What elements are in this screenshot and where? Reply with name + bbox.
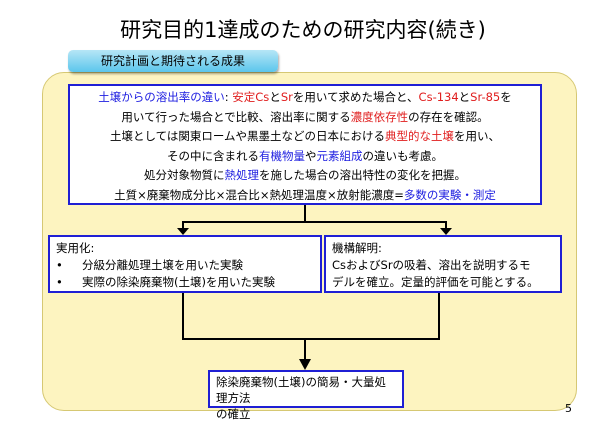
arrow-to-result bbox=[299, 338, 311, 370]
line-6: 土質×廃棄物成分比×混合比×熱処理温度×放射能濃度=多数の実験・測定 bbox=[114, 187, 496, 202]
line-3: 土壌としては関東ロームや黒墨土などの日本における典型的な土壌を用い、 bbox=[109, 129, 501, 143]
practical-heading: 実用化: bbox=[56, 241, 95, 255]
mechanism-line-1: CsおよびSrの吸着、溶出を説明するモ bbox=[332, 258, 531, 272]
line-2: 用いて行った場合とで比較、溶出率に関する濃度依存性の存在を確認。 bbox=[121, 109, 489, 124]
line-1: 土壌からの溶出率の違い: 安定CsとSrを用いて求めた場合と、Cs-134とSr… bbox=[98, 90, 512, 104]
result-box: 除染廃棄物(土壌)の簡易・大量処理方法 の確立 bbox=[208, 370, 404, 421]
research-content-box: 土壌からの溶出率の違い: 安定CsとSrを用いて求めた場合と、Cs-134とSr… bbox=[68, 84, 542, 205]
practical-application-box: 実用化: •分級分離処理土壌を用いた実験 •実際の除染廃棄物(土壌)を用いた実験 bbox=[48, 235, 322, 293]
line-5: 処分対象物質に熱処理を施した場合の溶出特性の変化を把握。 bbox=[144, 168, 466, 182]
practical-item-1: •分級分離処理土壌を用いた実験 bbox=[56, 258, 243, 272]
result-line-1: 除染廃棄物(土壌)の簡易・大量処理方法 bbox=[216, 375, 386, 405]
section-tab: 研究計画と期待される成果 bbox=[68, 50, 278, 72]
slide-title: 研究目的1達成のための研究内容(続き) bbox=[120, 18, 486, 42]
practical-item-2: •実際の除染廃棄物(土壌)を用いた実験 bbox=[56, 275, 275, 289]
arrow-to-mechanism bbox=[440, 221, 452, 235]
arrow-to-practical bbox=[177, 221, 189, 235]
connector-vertical-top bbox=[304, 205, 306, 222]
page-number: 5 bbox=[565, 402, 572, 415]
result-line-2: の確立 bbox=[216, 407, 251, 421]
mechanism-line-2: デルを確立。定量的評価を可能とする。 bbox=[332, 275, 539, 289]
connector-vertical-left bbox=[182, 293, 184, 339]
line-4: その中に含まれる有機物量や元素組成の違いも考慮。 bbox=[167, 148, 443, 163]
mechanism-box: 機構解明: CsおよびSrの吸着、溶出を説明するモ デルを確立。定量的評価を可能… bbox=[324, 235, 562, 293]
bullet-icon: • bbox=[56, 258, 63, 272]
connector-horizontal-top bbox=[182, 221, 446, 223]
mechanism-heading: 機構解明: bbox=[332, 241, 382, 255]
connector-vertical-right bbox=[438, 293, 440, 339]
connector-horizontal-bottom bbox=[182, 338, 440, 340]
bullet-icon: • bbox=[56, 275, 63, 289]
